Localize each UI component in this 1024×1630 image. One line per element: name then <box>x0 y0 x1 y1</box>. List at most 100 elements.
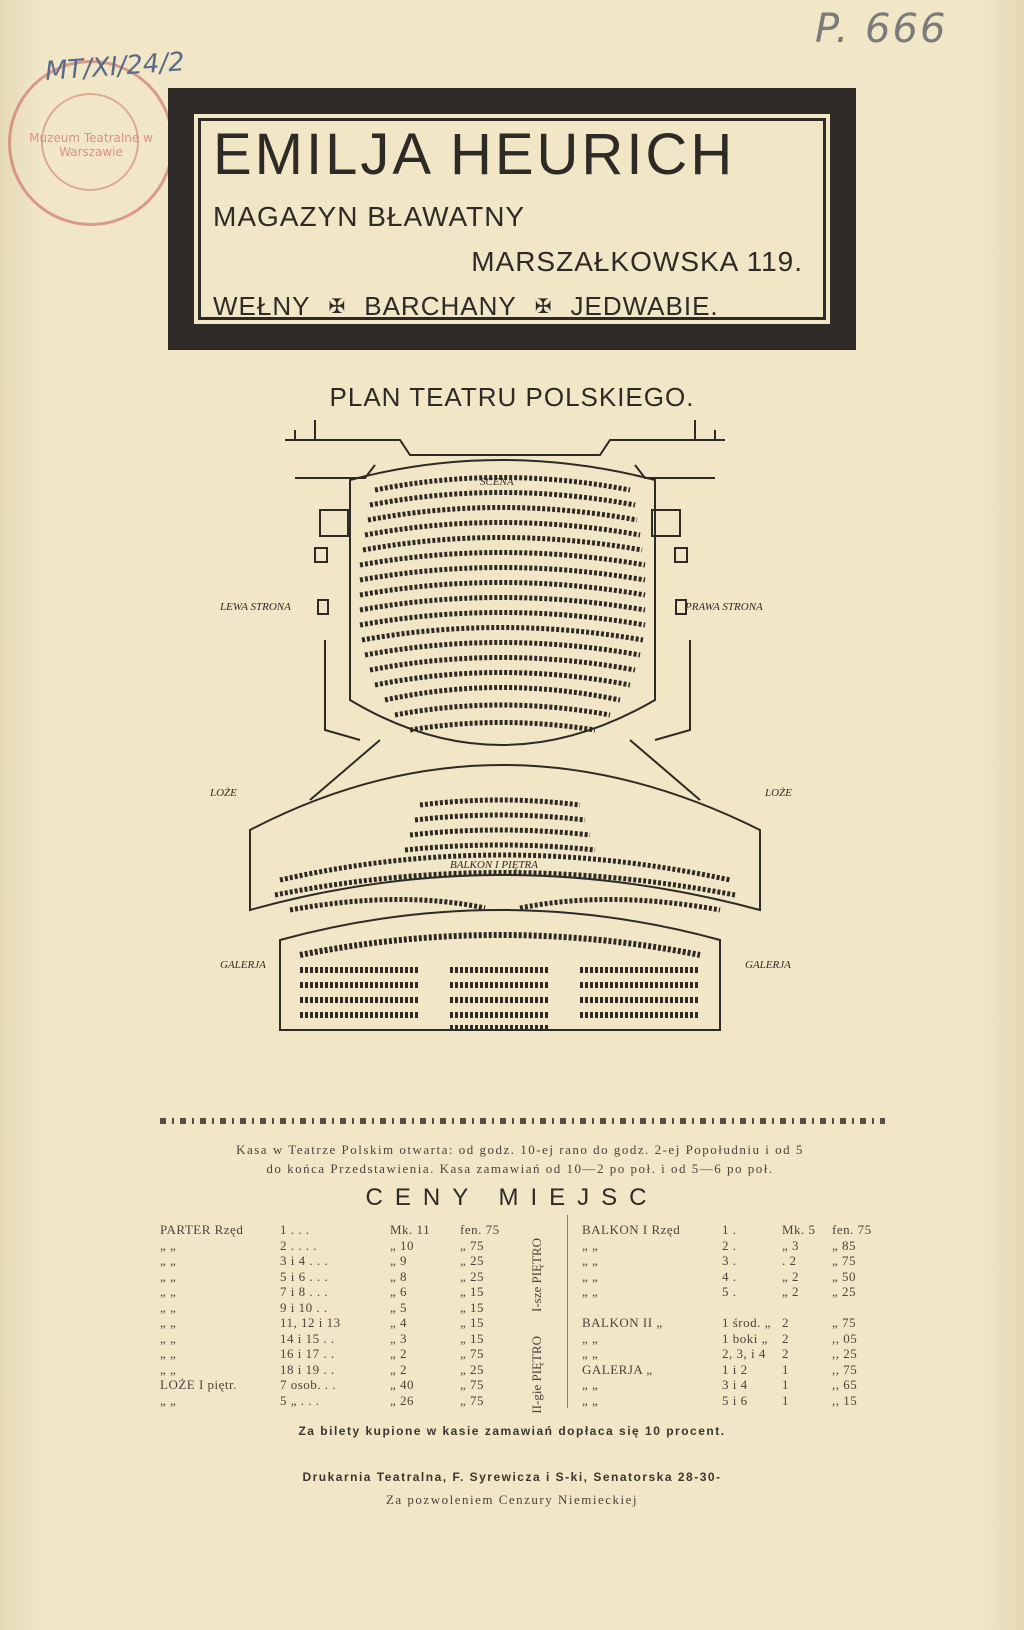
stamp-text: Muzeum Teatralne w Warszawie <box>29 131 153 159</box>
balcony-rows <box>274 797 736 913</box>
price-label: „ „ <box>582 1377 599 1392</box>
box-office-hours: Kasa w Teatrze Polskim otwarta: od godz.… <box>150 1140 890 1178</box>
stage-wall-right <box>680 420 725 441</box>
price-fen: „ 15 <box>460 1299 485 1315</box>
advert-address: MARSZAŁKOWSKA 119. <box>471 246 803 277</box>
pencil-note: P. 666 <box>815 6 948 52</box>
plan-label-scena: SCENA <box>480 476 514 488</box>
parter-outline <box>349 459 656 746</box>
price-fen: „ 75 <box>460 1392 485 1408</box>
price-fen: ,, 25 <box>832 1346 858 1361</box>
price-label: „ „ <box>582 1268 599 1284</box>
price-rows: 7 i 8 . . . <box>280 1284 329 1299</box>
ornament-icon: ✠ <box>534 296 553 318</box>
price-mk: „ 5 <box>390 1299 408 1315</box>
price-fen: ,, 15 <box>832 1392 858 1408</box>
price-fen: ,, 05 <box>832 1330 858 1346</box>
price-rows: 9 i 10 . . <box>280 1299 328 1315</box>
price-fen: „ 85 <box>832 1237 857 1253</box>
balcony-outline <box>249 764 761 912</box>
advert-border-left <box>172 92 194 346</box>
price-row: „ „2 . . . .„ 10„ 75 <box>160 1238 560 1255</box>
theatre-seating-plan: SCENA LEWA STRONA PRAWA STRONA LOŻE LOŻE… <box>209 420 792 1031</box>
price-row: „ „ 9 i 10 . . „ 5 „ 15 <box>160 1300 560 1317</box>
price-fen: „ 25 <box>460 1268 485 1284</box>
price-mk: „ 9 <box>390 1253 408 1268</box>
stage-wall-left <box>285 420 330 441</box>
price-fen: „ 75 <box>832 1315 857 1330</box>
advert-title: EMILJA HEURICH <box>213 122 736 187</box>
price-mk: „ 6 <box>390 1284 408 1299</box>
balcony-connectors <box>309 739 701 801</box>
table-separator <box>567 1215 568 1408</box>
advert-border-top <box>172 92 852 114</box>
price-fen: „ 75 <box>460 1377 485 1392</box>
price-rows: 2 . <box>722 1237 737 1253</box>
price-label: LOŻE I piętr. <box>160 1377 237 1392</box>
advert-border-bottom <box>172 324 852 346</box>
price-mk: 2 <box>782 1315 789 1330</box>
gallery-outline <box>279 909 721 1031</box>
price-fen: „ 75 <box>460 1346 485 1361</box>
goods-item: BARCHANY <box>364 291 517 321</box>
price-label: „ „ <box>160 1315 177 1330</box>
side-box-left <box>319 509 349 537</box>
price-rows: 14 i 15 . . <box>280 1330 335 1346</box>
price-row: „ „16 i 17 . .„ 2„ 75 <box>160 1346 560 1363</box>
price-fen: „ 25 <box>460 1253 485 1268</box>
price-label: „ „ <box>160 1253 177 1268</box>
price-label: BALKON II „ <box>582 1315 663 1330</box>
floor-label-second: II-gie PIĘTRO <box>529 1336 544 1414</box>
advert-border-right <box>830 92 852 346</box>
price-label: „ „ <box>160 1346 177 1361</box>
advert-box: EMILJA HEURICH MAGAZYN BŁAWATNY MARSZAŁK… <box>168 88 856 350</box>
price-label: „ „ <box>160 1330 177 1346</box>
surcharge-note: Za bilety kupione w kasie zamawiań dopła… <box>298 1424 726 1438</box>
price-rows: 5 . <box>722 1284 737 1299</box>
side-box-right <box>651 509 681 537</box>
price-rows: 4 . <box>722 1268 737 1284</box>
price-mk: „ 2 <box>390 1361 408 1377</box>
price-label: „ „ <box>582 1237 599 1253</box>
price-mk: . 2 <box>782 1253 797 1268</box>
price-row: „ „5 .„ 2„ 25 <box>582 1284 892 1301</box>
plan-label-loze-right: LOŻE <box>764 787 792 799</box>
plan-label-lewa: LEWA STRONA <box>219 601 291 613</box>
price-rows: 3 i 4 <box>722 1377 748 1392</box>
price-mk: „ 2 <box>390 1346 408 1361</box>
prices-heading: CENY MIEJSC <box>365 1184 659 1211</box>
price-fen: „ 25 <box>460 1361 485 1377</box>
price-row: „ „7 i 8 . . .„ 6„ 15 <box>160 1284 560 1301</box>
price-label: „ „ <box>582 1330 599 1346</box>
plan-label-galerja-left: GALERJA <box>220 959 266 971</box>
price-label: „ „ <box>160 1284 177 1299</box>
museum-stamp: Muzeum Teatralne w Warszawie <box>8 60 174 226</box>
plan-title: PLAN TEATRU POLSKIEGO. <box>329 382 695 412</box>
dotted-divider <box>160 1118 885 1124</box>
box-office-line-1: Kasa w Teatrze Polskim otwarta: od godz.… <box>236 1142 804 1157</box>
price-mk: „ 2 <box>782 1268 800 1284</box>
advert-goods: WEŁNY ✠ BARCHANY ✠ JEDWABIE. <box>213 291 719 322</box>
price-mk: Mk. 11 <box>390 1222 431 1237</box>
price-label: „ „ <box>160 1361 177 1377</box>
price-rows: 3 i 4 . . . <box>280 1253 329 1268</box>
price-fen: „ 15 <box>460 1315 485 1330</box>
price-fen: „ 25 <box>832 1284 857 1299</box>
price-rows: 11, 12 i 13 <box>280 1315 341 1330</box>
price-row: LOŻE I piętr.7 osob. . .„ 40„ 75 <box>160 1377 560 1394</box>
price-fen: ,, 75 <box>832 1361 858 1377</box>
stamp-inner-ring <box>41 93 139 191</box>
price-label: „ „ <box>160 1299 177 1315</box>
price-fen: fen. 75 <box>460 1222 500 1237</box>
price-rows: 5 i 6 <box>722 1392 748 1408</box>
price-rows: 2, 3, i 4 <box>722 1346 766 1361</box>
price-label: „ „ <box>582 1284 599 1299</box>
price-fen: fen. 75 <box>832 1222 872 1237</box>
price-rows: 7 osob. . . <box>280 1377 337 1392</box>
price-fen: „ 50 <box>832 1268 857 1284</box>
price-rows: 18 i 19 . . <box>280 1361 335 1377</box>
